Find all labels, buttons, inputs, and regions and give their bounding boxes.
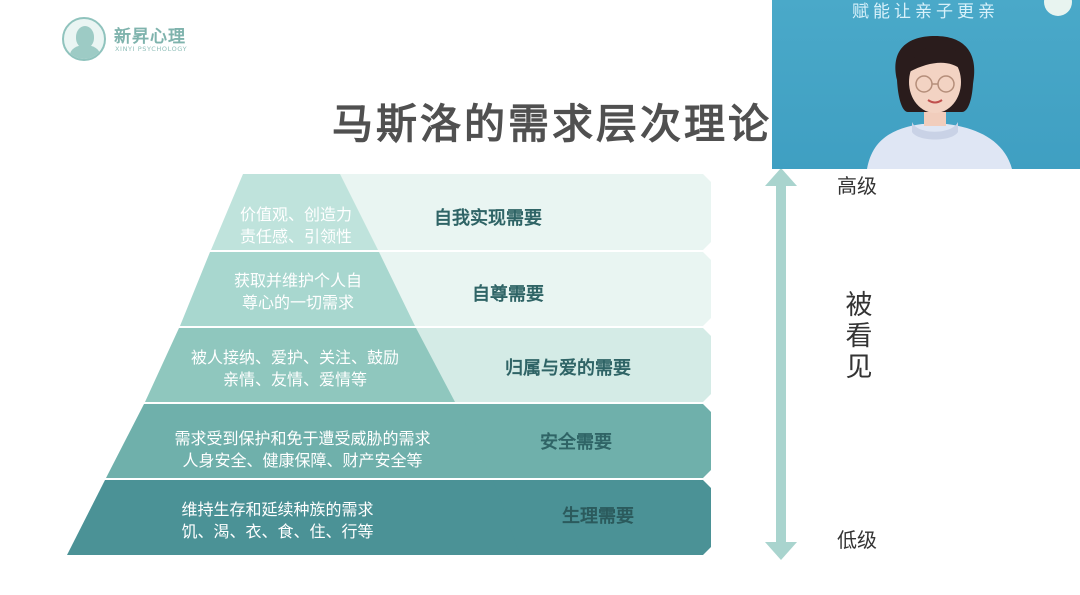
- tier-3-description: 被人接纳、爱护、关注、鼓励 亲情、友情、爱情等: [170, 347, 420, 391]
- scale-high-label: 高级: [837, 174, 877, 198]
- tier-4-desc-line2: 人身安全、健康保障、财产安全等: [182, 451, 423, 470]
- logo-name-cn: 新昇心理: [114, 27, 186, 47]
- scale-center-char-3: 见: [845, 352, 873, 383]
- tier-2-description: 获取并维护个人自 尊心的一切需求: [213, 270, 383, 314]
- tier-4-desc-line1: 需求受到保护和免于遭受威胁的需求: [174, 429, 431, 448]
- band-safety: [455, 404, 711, 478]
- tier-3-desc-line1: 被人接纳、爱护、关注、鼓励: [190, 348, 399, 367]
- tier-2-desc-line1: 获取并维护个人自: [233, 271, 362, 290]
- tier-5-name: 生理需要: [562, 506, 634, 527]
- video-slogan: 赋能让亲子更亲: [852, 2, 999, 22]
- logo-portrait-icon: [62, 17, 106, 61]
- band-self-actualization: [340, 174, 711, 250]
- tier-4-name: 安全需要: [540, 432, 612, 453]
- band-belonging: [415, 328, 711, 402]
- tier-1-name: 自我实现需要: [434, 208, 542, 229]
- tier-1-desc-line2: 责任感、引领性: [239, 227, 352, 246]
- maslow-pyramid: [67, 174, 711, 555]
- tier-2-name: 自尊需要: [472, 284, 544, 305]
- band-esteem: [378, 252, 711, 326]
- presenter-video[interactable]: 赋能让亲子更亲: [772, 0, 1080, 169]
- tier-5-description: 维持生存和延续种族的需求 饥、渴、衣、食、住、行等: [160, 499, 395, 543]
- slide-title: 马斯洛的需求层次理论: [332, 100, 772, 148]
- tier-3-name: 归属与爱的需要: [505, 358, 631, 379]
- tier-self-actualization: [211, 174, 378, 250]
- tier-safety: [106, 404, 492, 478]
- tier-5-desc-line2: 饥、渴、衣、食、住、行等: [181, 522, 374, 541]
- tier-esteem: [180, 252, 415, 326]
- band-physiological: [492, 480, 711, 555]
- tier-2-desc-line2: 尊心的一切需求: [241, 293, 354, 312]
- tier-3-desc-line2: 亲情、友情、爱情等: [222, 370, 367, 389]
- scale-center-char-2: 看: [845, 321, 873, 352]
- double-arrow-icon: [765, 168, 797, 560]
- brand-logo: 新昇心理 XINYI PSYCHOLOGY: [62, 17, 192, 63]
- scale-center-char-1: 被: [845, 290, 873, 321]
- scale-low-label: 低级: [837, 528, 877, 552]
- tier-belonging: [145, 328, 455, 402]
- tier-physiological: [67, 480, 520, 555]
- presenter-figure: [867, 36, 1012, 169]
- tier-1-description: 价值观、创造力 责任感、引领性: [226, 204, 366, 248]
- video-control-button[interactable]: [1044, 0, 1072, 16]
- scale-center-label: 被 看 见: [843, 290, 875, 383]
- tier-4-description: 需求受到保护和免于遭受威胁的需求 人身安全、健康保障、财产安全等: [145, 428, 460, 472]
- tier-5-desc-line1: 维持生存和延续种族的需求: [181, 500, 374, 519]
- logo-name-en: XINYI PSYCHOLOGY: [115, 45, 188, 53]
- tier-1-desc-line1: 价值观、创造力: [239, 205, 352, 224]
